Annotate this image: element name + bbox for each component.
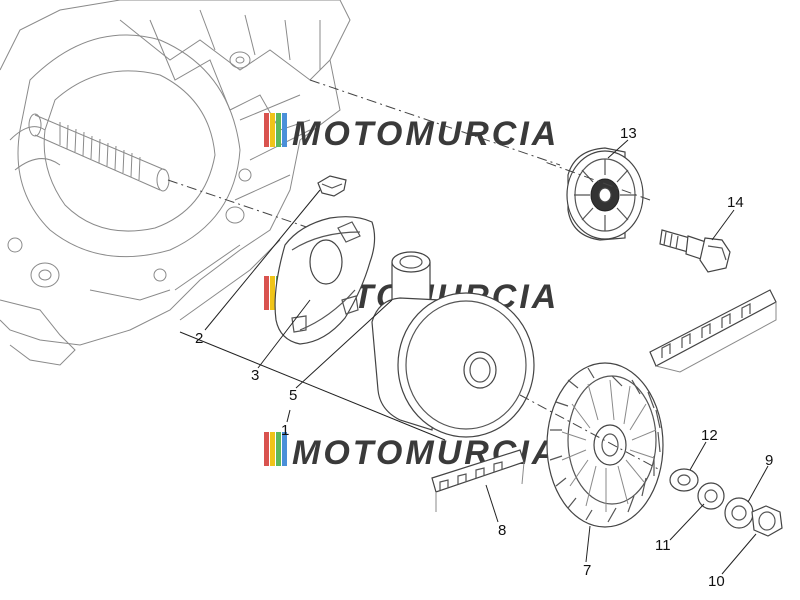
callout-8: 8 xyxy=(498,522,506,539)
callout-7: 7 xyxy=(583,562,591,579)
part-bolt xyxy=(659,229,731,273)
part-pulley-face xyxy=(371,292,535,438)
callout-2: 2 xyxy=(195,330,203,347)
part-washer xyxy=(669,468,699,492)
part-clip xyxy=(317,175,347,197)
callout-13: 13 xyxy=(620,125,637,142)
part-hex-nut xyxy=(751,505,783,537)
callout-11: 11 xyxy=(655,537,671,554)
part-spacer-small xyxy=(697,482,725,510)
part-ramp-plate xyxy=(274,216,376,345)
watermark-text: MOTOMURCIA xyxy=(292,115,559,153)
part-fan-pulley xyxy=(546,362,664,528)
callouts: 13 14 2 3 5 1 12 9 8 11 7 10 xyxy=(195,125,773,590)
callout-3: 3 xyxy=(251,367,259,384)
callout-10: 10 xyxy=(708,573,725,590)
part-belt xyxy=(431,289,777,512)
part-spacer-large xyxy=(724,497,754,529)
callout-9: 9 xyxy=(765,452,773,469)
callout-14: 14 xyxy=(727,194,744,211)
callout-5: 5 xyxy=(289,387,297,404)
callout-1: 1 xyxy=(281,422,289,439)
leader-lines xyxy=(179,139,769,575)
part-roller xyxy=(566,147,644,241)
watermark-logo-top: MOTOMURCIA xyxy=(264,113,559,153)
callout-12: 12 xyxy=(701,427,718,444)
